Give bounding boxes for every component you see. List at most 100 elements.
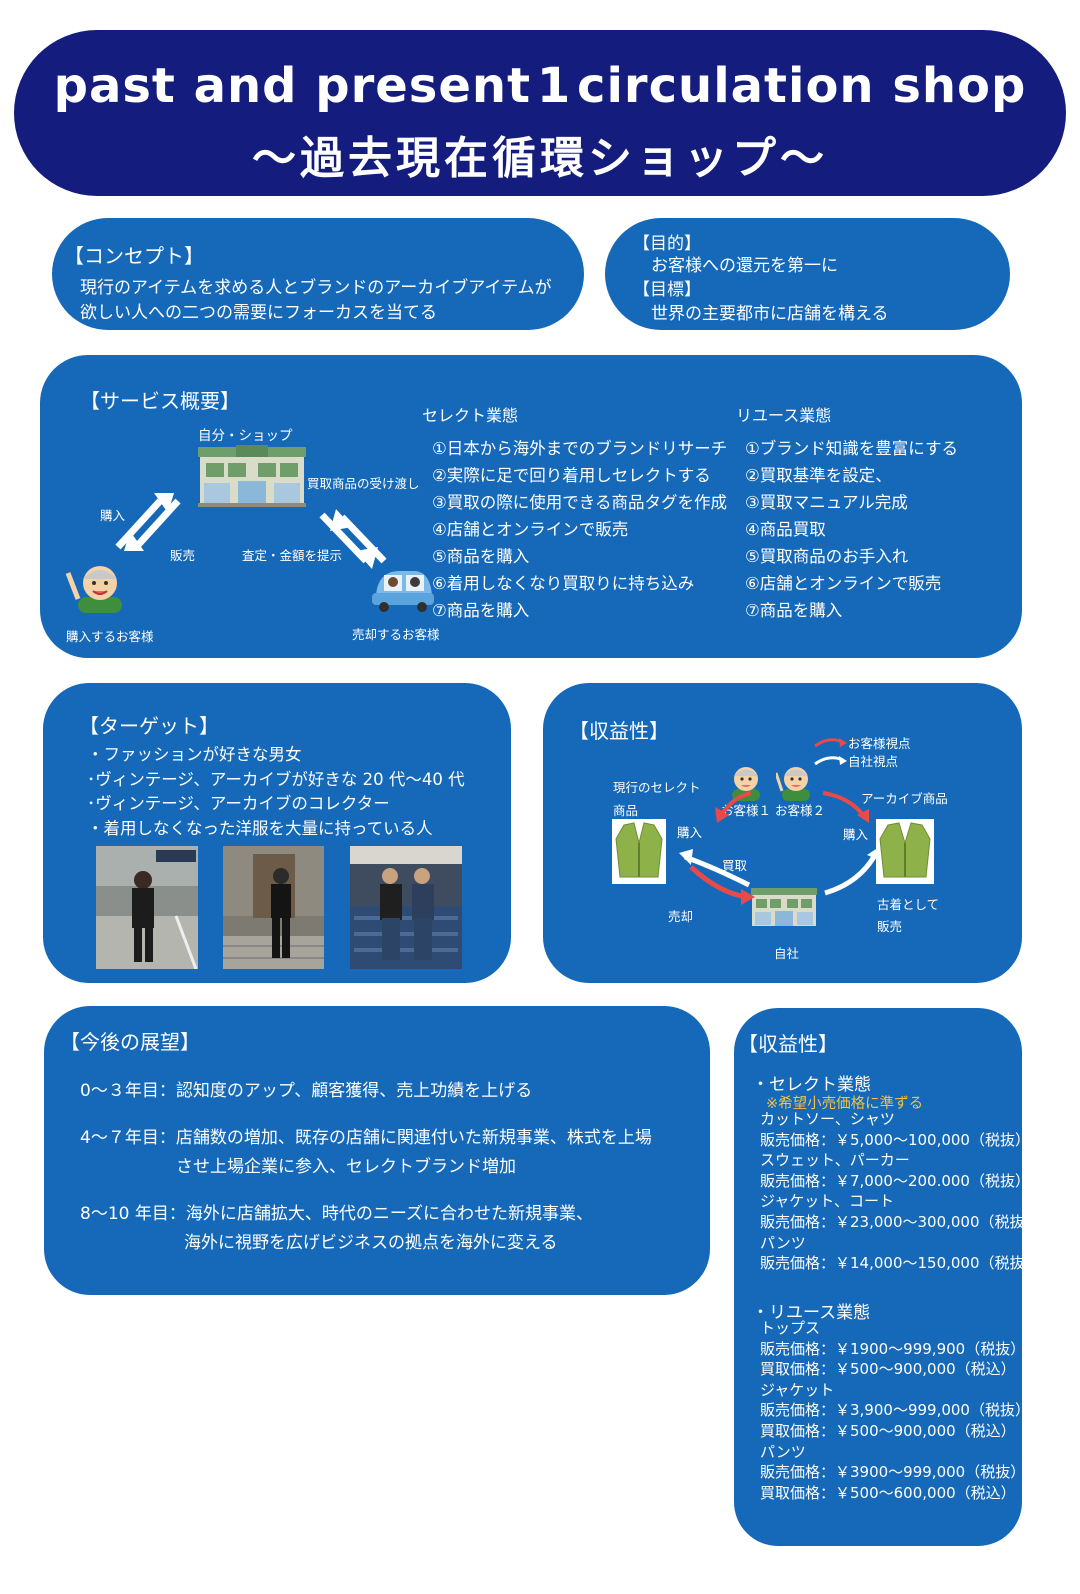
purpose-panel: 【目的】 お客様への還元を第一に 【目標】 世界の主要都市に店舗を構える [605,218,1010,330]
buy-right-label: 購入 [843,827,869,842]
reuse-item-2: ②買取基準を設定、 [745,466,892,485]
used-label-1: 古着として [877,897,940,912]
buyer-label: 購入するお客様 [66,629,154,644]
shop-label: 自分・ショップ [198,428,293,444]
reuse-item-6: ⑥店舗とオンラインで販売 [745,574,942,593]
title-japanese: 〜過去現在循環ショップ〜 [252,133,828,184]
outlook-panel: 【今後の展望】 0〜３年目：認知度のアップ、顧客獲得、売上功績を上げる 4〜７年… [44,1006,710,1295]
select-item-4: ④店舗とオンラインで販売 [432,520,629,539]
archive-item-label: アーカイブ商品 [861,791,948,806]
concept-line-2: 欲しい人への二つの需要にフォーカスを当てる [80,303,437,323]
select-price-line: パンツ [760,1233,806,1252]
concept-heading: 【コンセプト】 [64,244,204,268]
goal-heading: 【目標】 [633,280,701,300]
buy-sell-arrows-icon [112,491,182,553]
legend-company-view: 自社視点 [848,754,899,769]
purpose-text: お客様への還元を第一に [651,256,838,276]
select-price-line: 販売価格：￥23,000〜300,000（税抜） [760,1212,1040,1231]
outlook-year-4-7-a: 4〜７年目：店舗数の増加、既存の店舗に関連付いた新規事業、株式を上場 [80,1128,652,1148]
concept-line-1: 現行のアイテムを求める人とブランドのアーカイブアイテムが [80,278,552,298]
sell-label: 販売 [170,548,196,563]
select-price-note: ※希望小売価格に準ずる [766,1096,924,1112]
appraisal-label: 査定・金額を提示 [242,548,343,563]
select-price-line: ジャケット、コート [760,1192,894,1211]
customer-2-icon [774,763,814,801]
select-item-5: ⑤商品を購入 [432,547,530,566]
select-type-heading: ・セレクト業態 [752,1075,871,1095]
reuse-price-line: 買取価格：￥500〜900,000（税込） [760,1360,1016,1379]
select-item-3: ③買取の際に使用できる商品タグを作成 [432,493,727,512]
company-view-arrow-icon [813,753,849,767]
concept-panel: 【コンセプト】 現行のアイテムを求める人とブランドのアーカイブアイテムが 欲しい… [52,218,584,330]
customer-2-label: お客様２ [775,803,826,818]
select-item-1: ①日本から海外までのブランドリサーチ [432,439,728,458]
goal-text: 世界の主要都市に店舗を構える [651,304,889,324]
buyer-customer-icon [64,561,126,613]
title-english: past and present 1 circulation shop [53,58,1027,114]
reuse-price-line: パンツ [760,1442,806,1461]
profit-flow-heading: 【収益性】 [569,719,669,743]
outlook-year-4-7-b: させ上場企業に参入、セレクトブランド増加 [176,1157,516,1177]
reuse-item-1: ①ブランド知識を豊富にする [745,439,958,458]
store-photo [350,846,462,969]
handover-label: 買取商品の受け渡し [307,476,420,491]
current-select-label-1: 現行のセレクト [613,780,701,795]
buy-left-label: 購入 [677,825,703,840]
archive-cardigan-image [876,819,934,884]
customer-view-arrow-icon [813,735,849,749]
title-banner: past and present 1 circulation shop 〜過去現… [14,30,1066,196]
baikyaku-label: 売却 [668,909,694,924]
target-item-1: ・ファッションが好きな男女 [87,745,302,764]
profit-prices-heading: 【収益性】 [738,1032,838,1056]
select-item-6: ⑥着用しなくなり買取りに持ち込み [432,574,695,593]
street-photo-1 [96,846,198,969]
reuse-price-line: 販売価格：￥3,900〜999,000（税抜） [760,1401,1030,1420]
seller-customer-car-icon [370,565,436,613]
select-price-line: 販売価格：￥7,000〜200.000（税抜） [760,1171,1030,1190]
select-item-7: ⑦商品を購入 [432,601,530,620]
profit-prices-panel: 【収益性】 ・セレクト業態 ※希望小売価格に準ずる カットソー、シャツ 販売価格… [734,1008,1040,1546]
legend-customer-view: お客様視点 [848,736,911,751]
outlook-year-8-10-b: 海外に視野を広げビジネスの拠点を海外に変える [184,1233,558,1253]
outlook-year-8-10-a: 8〜10 年目：海外に店舗拡大、時代のニーズに合わせた新規事業、 [80,1204,594,1224]
reuse-item-5: ⑤買取商品のお手入れ [745,547,909,566]
shop-building-icon [198,445,306,507]
target-item-4: ・着用しなくなった洋服を大量に持っている人 [87,818,433,838]
reuse-price-line: 買取価格：￥500〜900,000（税込） [760,1421,1016,1440]
reuse-item-4: ④商品買取 [745,520,826,539]
reuse-price-line: ジャケット [760,1380,835,1399]
select-heading: セレクト業態 [422,406,519,425]
kaitori-label: 買取 [722,858,748,873]
company-building-icon [751,888,817,928]
purpose-heading: 【目的】 [633,234,701,254]
select-item-2: ②実際に足で回り着用しセレクトする [432,466,711,485]
flow-arrows-icon [663,779,883,919]
profit-flow-panel: 【収益性】 お客様視点 自社視点 現行のセレクト 商品 お客様１ お客様２ アー… [543,683,1022,983]
reuse-price-line: 販売価格：￥3900〜999,000（税抜） [760,1463,1026,1482]
select-price-line: 販売価格：￥14,000〜150,000（税抜） [760,1254,1040,1273]
target-heading: 【ターゲット】 [79,714,219,738]
customer-1-label: お客様１ [721,803,772,818]
reuse-type-heading: ・リユース業態 [752,1303,871,1323]
reuse-price-list: トップス 販売価格：￥1900〜999,900（税抜） 買取価格：￥500〜90… [760,1318,1030,1503]
select-price-line: カットソー、シャツ [760,1110,895,1128]
select-list: ①日本から海外までのブランドリサーチ ②実際に足で回り着用しセレクトする ③買取… [432,435,727,624]
select-price-line: 販売価格：￥5,000〜100,000（税抜） [760,1130,1030,1149]
current-select-label-2: 商品 [613,803,639,818]
reuse-item-7: ⑦商品を購入 [745,601,843,620]
reuse-item-3: ③買取マニュアル完成 [745,493,908,512]
used-label-2: 販売 [877,919,903,934]
company-label: 自社 [774,946,800,961]
reuse-heading: リユース業態 [736,406,832,425]
reuse-price-line: 販売価格：￥1900〜999,900（税抜） [760,1339,1026,1358]
target-panel: 【ターゲット】 ・ファッションが好きな男女 ･ヴィンテージ、アーカイブが好きな … [43,683,511,983]
outlook-year-0-3: 0〜３年目：認知度のアップ、顧客獲得、売上功績を上げる [80,1081,533,1101]
target-item-2: ･ヴィンテージ、アーカイブが好きな 20 代〜40 代 [87,769,465,789]
service-panel: 【サービス概要】 自分・ショップ 購入 販売 買取商品の受け渡し 査定・金額を提… [40,355,1022,658]
select-price-list: カットソー、シャツ 販売価格：￥5,000〜100,000（税抜） スウェット、… [760,1109,1040,1274]
seller-label: 売却するお客様 [352,627,440,642]
target-item-3: ･ヴィンテージ、アーカイブのコレクター [87,794,390,813]
select-price-line: スウェット、パーカー [760,1151,910,1170]
outlook-heading: 【今後の展望】 [60,1030,200,1054]
reuse-price-line: 買取価格：￥500〜600,000（税込） [760,1483,1016,1502]
